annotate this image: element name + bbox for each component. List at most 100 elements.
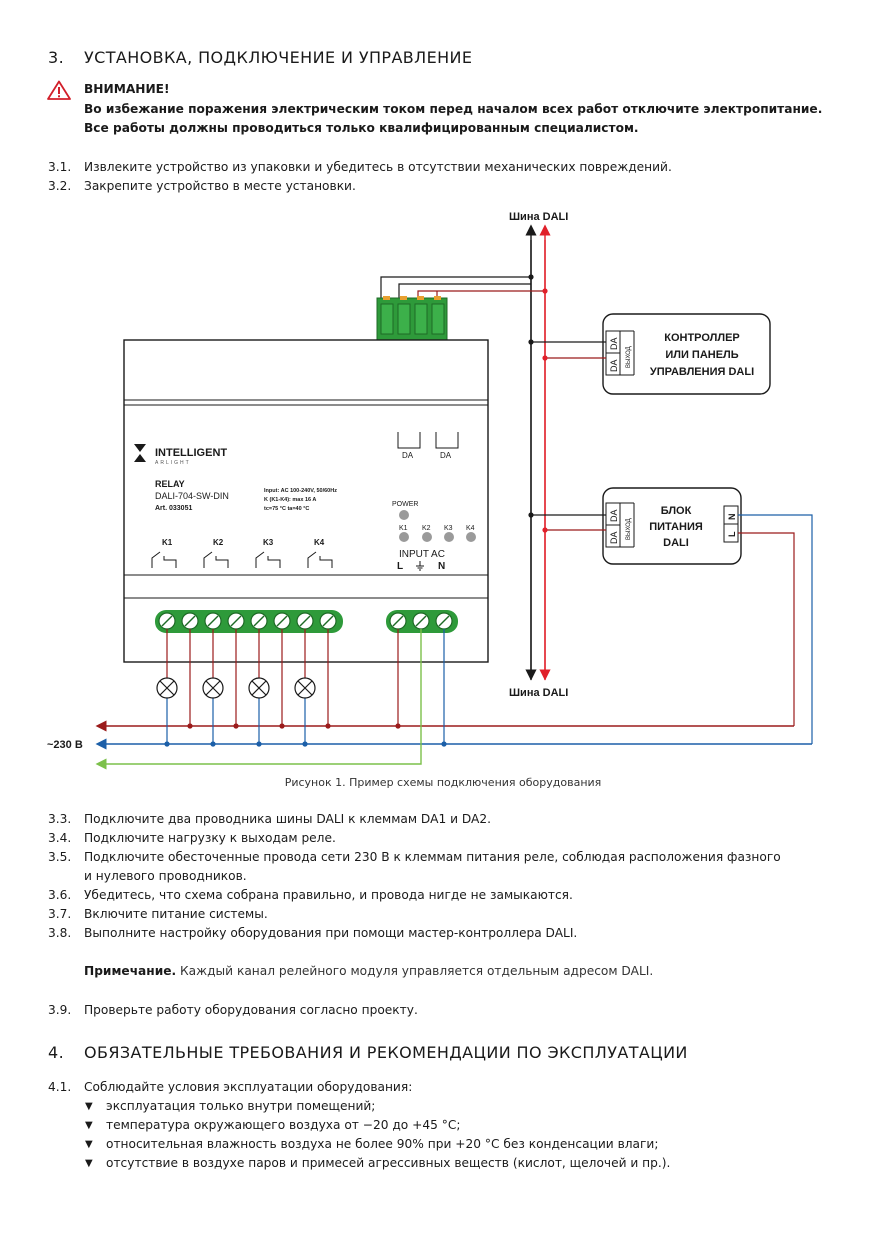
psu-port-l: L xyxy=(727,531,737,537)
step-number: 3.6. xyxy=(48,888,72,902)
list-item: ▼ температура окружающего воздуха от −20… xyxy=(0,1116,874,1135)
brand-logo-icon xyxy=(134,444,146,462)
led-label-k4: K4 xyxy=(466,525,475,532)
relay-contacts xyxy=(151,551,333,568)
step-text: Выполните настройку оборудования при пом… xyxy=(84,926,578,940)
section-3-number: 3. xyxy=(48,48,65,67)
step-3-4: 3.4. Подключите нагрузку к выходам реле. xyxy=(0,829,874,848)
led-k4 xyxy=(466,532,476,542)
input-l-label: L xyxy=(397,561,403,572)
psu-port-da-1: DA xyxy=(609,509,619,522)
psu-label-3: DALI xyxy=(663,537,689,549)
psu-label-2: ПИТАНИЯ xyxy=(649,521,703,533)
step-text: Извлеките устройство из упаковки и убеди… xyxy=(84,160,672,174)
wiring-diagram: Шина DALI Шина DALI DA DA xyxy=(47,211,813,770)
psu-port-n: N xyxy=(727,514,737,521)
step-3-6: 3.6. Убедитесь, что схема собрана правил… xyxy=(0,886,874,905)
section-3-heading: 3. УСТАНОВКА, ПОДКЛЮЧЕНИЕ И УПРАВЛЕНИЕ xyxy=(0,48,874,70)
step-text: Убедитесь, что схема собрана правильно, … xyxy=(84,888,573,902)
device-model: DALI-704-SW-DIN xyxy=(155,491,229,501)
device-spec-2: K (K1-K4): max 16 A xyxy=(264,497,316,503)
section-4-number: 4. xyxy=(48,1043,65,1062)
relay-label-k1: K1 xyxy=(162,538,173,547)
mains-earth-wire xyxy=(95,629,422,770)
section-4-heading: 4. ОБЯЗАТЕЛЬНЫЕ ТРЕБОВАНИЯ И РЕКОМЕНДАЦИ… xyxy=(0,1043,874,1065)
dali-terminal-block xyxy=(376,296,448,341)
controller-label-3: УПРАВЛЕНИЯ DALI xyxy=(650,366,754,378)
list-item: ▼ отсутствие в воздухе паров и примесей … xyxy=(0,1154,874,1173)
input-terminals xyxy=(386,610,458,633)
step-4-1: 4.1. Соблюдайте условия эксплуатации обо… xyxy=(0,1078,874,1097)
step-number: 3.8. xyxy=(48,926,72,940)
controller-port-out: ВЫХОД xyxy=(626,346,632,368)
note-text: Каждый канал релейного модуля управляетс… xyxy=(176,964,654,978)
step-number: 3.7. xyxy=(48,907,72,921)
note: Примечание. Каждый канал релейного модул… xyxy=(84,962,653,981)
bus-label-bottom: Шина DALI xyxy=(509,687,568,699)
bullet-text: относительная влажность воздуха не более… xyxy=(106,1137,659,1151)
bus-label-top: Шина DALI xyxy=(509,211,568,223)
lamp-icon xyxy=(156,677,316,699)
section-4-title: ОБЯЗАТЕЛЬНЫЕ ТРЕБОВАНИЯ И РЕКОМЕНДАЦИИ П… xyxy=(84,1043,688,1062)
step-number: 3.1. xyxy=(48,160,72,174)
led-k1 xyxy=(399,532,409,542)
bullet-text: температура окружающего воздуха от −20 д… xyxy=(106,1118,461,1132)
led-label-k3: K3 xyxy=(444,525,453,532)
led-k3 xyxy=(444,532,454,542)
step-text-continued: и нулевого проводников. xyxy=(84,869,247,883)
step-text: Подключите обесточенные провода сети 230… xyxy=(84,850,781,864)
step-number: 3.9. xyxy=(48,1003,72,1017)
list-item: ▼ эксплуатация только внутри помещений; xyxy=(0,1097,874,1116)
power-label: POWER xyxy=(392,501,418,508)
relay-da-label-2: DA xyxy=(440,451,452,460)
relay-label-k4: K4 xyxy=(314,538,325,547)
step-text: Подключите два проводника шины DALI к кл… xyxy=(84,812,492,826)
step-3-1: 3.1. Извлеките устройство из упаковки и … xyxy=(0,158,874,177)
input-ac-label: INPUT AC xyxy=(399,549,445,560)
led-label-k2: K2 xyxy=(422,525,431,532)
step-text: Соблюдайте условия эксплуатации оборудов… xyxy=(84,1080,413,1094)
step-text: Включите питание системы. xyxy=(84,907,268,921)
step-number: 3.2. xyxy=(48,179,72,193)
output-terminals xyxy=(155,610,343,633)
psu-box: DA DA ВЫХОД N L БЛОК ПИТАНИЯ DALI xyxy=(602,487,742,565)
earth-icon xyxy=(416,561,424,571)
step-text: Подключите нагрузку к выходам реле. xyxy=(84,831,336,845)
controller-box: DA DA ВЫХОД КОНТРОЛЛЕР ИЛИ ПАНЕЛЬ УПРАВЛ… xyxy=(602,313,771,395)
warning-line-1: Во избежание поражения электрическим ток… xyxy=(84,102,823,116)
device-spec-3: tc=75 °C ta=40 °C xyxy=(264,506,309,512)
input-n-label: N xyxy=(438,561,445,572)
section-3-title: УСТАНОВКА, ПОДКЛЮЧЕНИЕ И УПРАВЛЕНИЕ xyxy=(84,48,473,67)
led-k2 xyxy=(422,532,432,542)
step-text: Проверьте работу оборудования согласно п… xyxy=(84,1003,418,1017)
step-3-8: 3.8. Выполните настройку оборудования пр… xyxy=(0,924,874,943)
bullet-marker: ▼ xyxy=(85,1101,93,1112)
note-label: Примечание. xyxy=(84,964,177,978)
step-text: Закрепите устройство в месте установки. xyxy=(84,179,356,193)
relay-device: DA DA INTELLIGENT ARLIGHT RELAY DALI-704… xyxy=(123,339,489,663)
warning-icon xyxy=(47,80,73,102)
mains-label: ~230 В xyxy=(47,739,83,751)
bullet-marker: ▼ xyxy=(85,1120,93,1131)
list-item: ▼ относительная влажность воздуха не бол… xyxy=(0,1135,874,1154)
controller-port-da-1: DA xyxy=(609,337,619,350)
relay-label-k2: K2 xyxy=(213,538,224,547)
power-led xyxy=(399,510,409,520)
bullet-marker: ▼ xyxy=(85,1158,93,1169)
relay-da-label-1: DA xyxy=(402,451,414,460)
controller-label-2: ИЛИ ПАНЕЛЬ xyxy=(665,349,738,361)
device-spec-1: Input: AC 100-240V, 50/60Hz xyxy=(264,488,337,494)
controller-label-1: КОНТРОЛЛЕР xyxy=(664,332,740,344)
device-name: RELAY xyxy=(155,479,185,489)
controller-port-da-2: DA xyxy=(609,359,619,372)
relay-label-k3: K3 xyxy=(263,538,274,547)
step-number: 3.3. xyxy=(48,812,72,826)
step-number: 3.5. xyxy=(48,850,72,864)
brand-name: INTELLIGENT xyxy=(155,447,227,459)
step-3-3: 3.3. Подключите два проводника шины DALI… xyxy=(0,810,874,829)
warning-line-2: Все работы должны проводиться только ква… xyxy=(84,121,639,135)
psu-label-1: БЛОК xyxy=(661,505,692,517)
step-3-2: 3.2. Закрепите устройство в месте устано… xyxy=(0,177,874,196)
bullet-text: эксплуатация только внутри помещений; xyxy=(106,1099,376,1113)
load-circuits xyxy=(166,629,329,744)
